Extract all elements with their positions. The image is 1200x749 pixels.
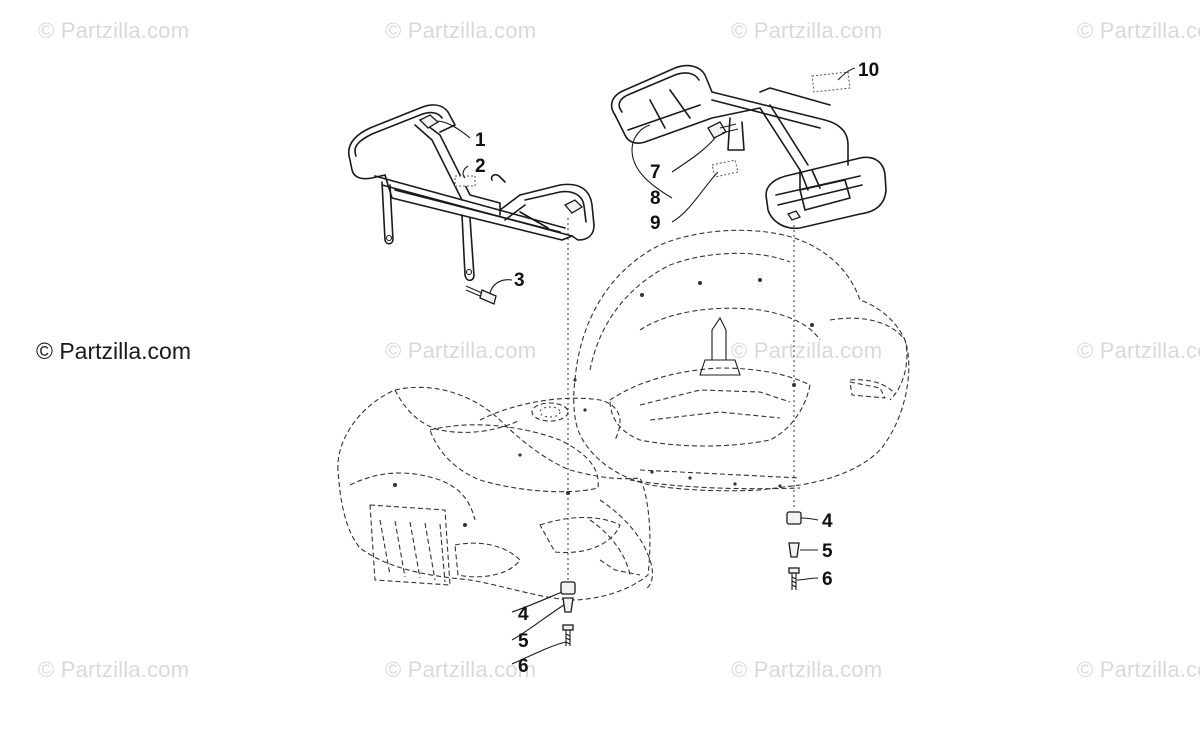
atv-body bbox=[337, 229, 910, 601]
callout-1: 1 bbox=[475, 130, 486, 151]
callout-5-front: 5 bbox=[518, 631, 529, 652]
decal-2 bbox=[454, 175, 476, 187]
decal-10 bbox=[811, 71, 851, 93]
callout-3: 3 bbox=[514, 270, 525, 291]
watermark: © Partzilla.com bbox=[385, 18, 537, 43]
watermark: © Partzilla.com bbox=[385, 657, 537, 682]
bolt-3 bbox=[465, 285, 497, 305]
watermark: © Partzilla.com bbox=[731, 338, 883, 363]
decal-9 bbox=[711, 159, 739, 178]
front-rack bbox=[348, 104, 595, 282]
callout-2: 2 bbox=[475, 156, 486, 177]
callout-4-front: 4 bbox=[518, 604, 529, 625]
watermark: © Partzilla.com bbox=[1077, 338, 1200, 363]
leader-lines bbox=[437, 67, 856, 665]
watermark: © Partzilla.com bbox=[731, 18, 883, 43]
rear-rack bbox=[610, 64, 887, 230]
callout-9: 9 bbox=[650, 213, 661, 234]
hardware-stack-rear bbox=[786, 511, 802, 590]
bolt-7 bbox=[707, 121, 739, 139]
watermark: © Partzilla.com bbox=[385, 338, 537, 363]
hardware-stack-front bbox=[560, 581, 576, 646]
callouts: 1 2 3 4 5 6 4 5 6 7 8 9 10 bbox=[475, 60, 879, 677]
callout-5-rear: 5 bbox=[822, 541, 833, 562]
watermark: © Partzilla.com bbox=[1077, 18, 1200, 43]
callout-4-rear: 4 bbox=[822, 511, 833, 532]
watermark-primary: © Partzilla.com bbox=[36, 338, 191, 364]
callout-7: 7 bbox=[650, 162, 661, 183]
callout-6-rear: 6 bbox=[822, 569, 833, 590]
callout-10: 10 bbox=[858, 60, 879, 81]
watermark: © Partzilla.com bbox=[38, 18, 190, 43]
watermark: © Partzilla.com bbox=[1077, 657, 1200, 682]
callout-6-front: 6 bbox=[518, 656, 529, 677]
callout-8: 8 bbox=[650, 188, 661, 209]
watermark: © Partzilla.com bbox=[38, 657, 190, 682]
watermark: © Partzilla.com bbox=[731, 657, 883, 682]
